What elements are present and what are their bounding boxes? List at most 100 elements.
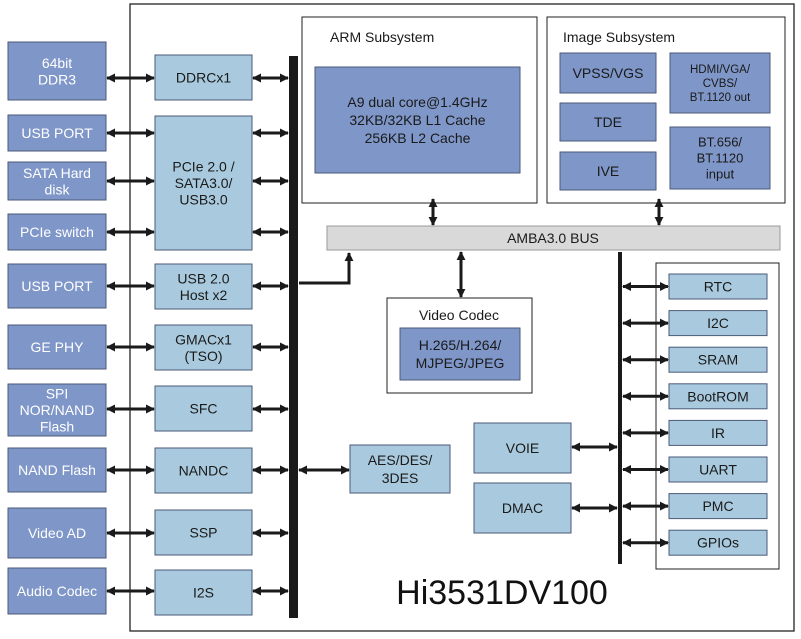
- external-spi-flash-label: NOR/NAND: [20, 402, 95, 418]
- external-ddr3-label: DDR3: [38, 71, 76, 87]
- busbar-to-amba-arrow: [299, 252, 354, 285]
- external-video-ad: Video AD: [7, 507, 107, 559]
- chip-name: Hi3531DV100: [396, 574, 608, 612]
- peripheral-sram: SRAM: [668, 346, 768, 373]
- external-pcie-switch-rect: [7, 213, 107, 251]
- image-vpss-vgs: VPSS/VGS: [559, 52, 657, 94]
- peripheral-ir-label: IR: [711, 425, 725, 441]
- interface-sfc: SFC: [154, 385, 253, 432]
- amba-bus-label: AMBA3.0 BUS: [507, 230, 599, 246]
- external-usb-port-1-rect: [7, 114, 107, 152]
- peripherals-frame: [655, 262, 780, 570]
- arm-core-label: A9 dual core@1.4GHz: [347, 94, 487, 110]
- interface-ssp-rect: [154, 509, 253, 556]
- image-bt656-input-rect: [669, 126, 771, 190]
- external-usb-port-2-label: USB PORT: [21, 278, 93, 294]
- chip-boundary-frame: [129, 3, 795, 632]
- image-tde-label: TDE: [594, 114, 622, 130]
- peripheral-ir-rect: [668, 419, 768, 446]
- external-video-ad-label: Video AD: [28, 525, 86, 541]
- peripheral-uart-label: UART: [699, 462, 737, 478]
- external-ge-phy-rect: [7, 324, 107, 370]
- image-vpss-vgs-rect: [559, 52, 657, 94]
- image-subsystem-title: Image Subsystem: [563, 29, 675, 45]
- external-sata-hard-disk-label: disk: [45, 181, 71, 197]
- interface-pcie-sata-usb3-label: PCIe 2.0 /: [172, 159, 234, 175]
- external-nand-flash: NAND Flash: [7, 447, 107, 493]
- crypto-aes-des: AES/DES/3DES: [349, 444, 451, 494]
- dmac-block: DMAC: [473, 482, 572, 534]
- crypto-aes-des-label: AES/DES/: [368, 452, 433, 468]
- peripheral-pmc: PMC: [668, 493, 768, 520]
- arm-core: A9 dual core@1.4GHz 32KB/32KB L1 Cache 256…: [314, 66, 521, 174]
- interface-nandc-label: NANDC: [179, 463, 229, 479]
- peripheral-bootrom-label: BootROM: [687, 388, 748, 404]
- crypto-aes-des-rect: [349, 444, 451, 494]
- image-subsystem-frame: [546, 16, 786, 204]
- video-codec-core-rect: [399, 327, 521, 381]
- interface-i2s: I2S: [154, 569, 253, 616]
- external-pcie-switch-label: PCIe switch: [20, 224, 94, 240]
- external-ddr3-label: 64bit: [42, 55, 72, 71]
- interface-sfc-rect: [154, 385, 253, 432]
- interface-sfc-label: SFC: [190, 401, 218, 417]
- peripheral-ir: IR: [668, 419, 768, 446]
- connection-arrows: [106, 73, 669, 596]
- image-hdmi-out-label: BT.1120 out: [690, 92, 751, 104]
- image-bt656-input-label: input: [706, 167, 735, 182]
- interface-ssp-label: SSP: [189, 525, 217, 541]
- image-vpss-vgs-label: VPSS/VGS: [573, 65, 644, 81]
- amba-bus: [326, 225, 781, 251]
- external-nand-flash-label: NAND Flash: [18, 462, 96, 478]
- external-sata-hard-disk-label: SATA Hard: [23, 165, 91, 181]
- peripheral-sram-rect: [668, 346, 768, 373]
- peripheral-i2c-rect: [668, 310, 768, 337]
- peripheral-gpios-label: GPIOs: [697, 535, 739, 551]
- external-usb-port-1: USB PORT: [7, 114, 107, 152]
- image-ive-label: IVE: [597, 163, 620, 179]
- video-codec-frame: [386, 297, 533, 394]
- image-tde: TDE: [559, 102, 657, 142]
- arm-subsystem-title: ARM Subsystem: [330, 29, 434, 45]
- image-hdmi-out-rect: [669, 52, 771, 114]
- interface-pcie-sata-usb3-label: USB3.0: [179, 192, 227, 208]
- crypto-aes-des-label: 3DES: [382, 470, 419, 486]
- image-hdmi-out-label: HDMI/VGA/: [690, 64, 751, 76]
- interface-i2s-label: I2S: [193, 585, 214, 601]
- external-usb-port-1-label: USB PORT: [21, 125, 93, 141]
- interface-gmac: GMACx1(TSO): [154, 324, 253, 371]
- interface-pcie-sata-usb3-rect: [154, 115, 253, 251]
- arm-core-rect: [314, 66, 521, 174]
- external-ge-phy: GE PHY: [7, 324, 107, 370]
- dmac-block-label: DMAC: [502, 500, 543, 516]
- video-codec-core: H.265/H.264/MJPEG/JPEG: [399, 327, 521, 381]
- interface-usb2-host-rect: [154, 263, 253, 310]
- video-codec-core-label: MJPEG/JPEG: [416, 355, 505, 371]
- interface-pcie-sata-usb3-label: SATA3.0/: [175, 175, 233, 191]
- voie-block-rect: [473, 422, 572, 474]
- subsystem-frames: [129, 3, 795, 632]
- peripheral-rtc-label: RTC: [704, 279, 733, 295]
- image-ive: IVE: [559, 151, 657, 191]
- image-bt656-input-label: BT.656/: [698, 135, 742, 150]
- interface-ssp: SSP: [154, 509, 253, 556]
- external-spi-flash-label: Flash: [40, 419, 74, 435]
- voie-block: VOIE: [473, 422, 572, 474]
- arm-core-label: 256KB L2 Cache: [365, 130, 471, 146]
- image-tde-rect: [559, 102, 657, 142]
- interface-gmac-rect: [154, 324, 253, 371]
- external-video-ad-rect: [7, 507, 107, 559]
- peripheral-rtc-rect: [668, 273, 768, 300]
- external-audio-codec: Audio Codec: [7, 567, 107, 615]
- interface-nandc-rect: [154, 447, 253, 494]
- image-hdmi-out-label: CVBS/: [703, 78, 738, 90]
- external-spi-flash-rect: [7, 383, 107, 437]
- arm-subsystem-frame: [301, 16, 538, 204]
- external-spi-flash-label: SPI: [46, 386, 69, 402]
- arm-core-label: 32KB/32KB L1 Cache: [349, 112, 485, 128]
- peripheral-bootrom: BootROM: [668, 383, 768, 410]
